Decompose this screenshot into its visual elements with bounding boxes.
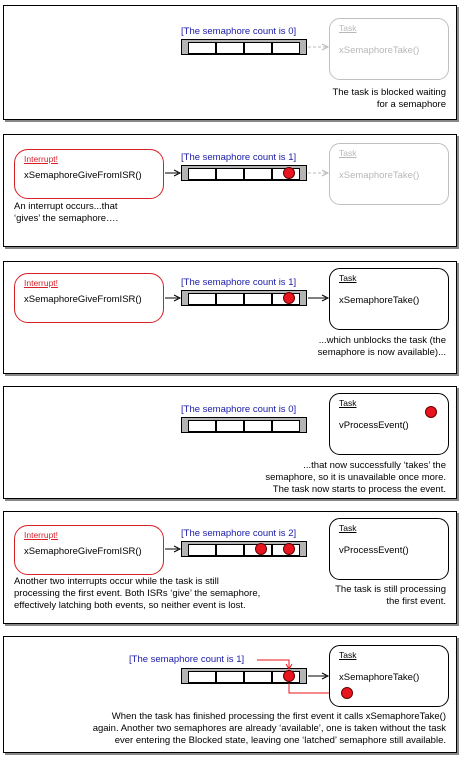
queue-slot <box>244 293 272 305</box>
panel-1: [The semaphore count is 0] Task xSemapho… <box>3 5 457 120</box>
interrupt-label: Interrupt! <box>24 278 59 288</box>
semaphore-queue <box>181 165 307 181</box>
semaphore-queue <box>181 417 307 433</box>
panel-2: Interrupt! xSemaphoreGiveFromISR() [The … <box>3 134 457 247</box>
task-label: Task <box>339 23 357 33</box>
caption-line: processing the first event. Both ISRs ‘g… <box>14 588 261 599</box>
interrupt-label: Interrupt! <box>24 530 59 540</box>
caption-line: ‘gives’ the semaphore…. <box>14 213 119 224</box>
caption-line: semaphore, so it is unavailable once mor… <box>265 472 446 483</box>
isr-function-name: xSemaphoreGiveFromISR() <box>24 294 142 305</box>
task-function-name: xSemaphoreTake() <box>339 672 420 683</box>
panel-caption: The task is blocked waiting for a semaph… <box>186 87 446 111</box>
queue-slot <box>216 420 244 432</box>
queue-slot <box>188 671 216 683</box>
task-function-name: vProcessEvent() <box>339 420 409 431</box>
queue-slot <box>216 168 244 180</box>
isr-function-name: xSemaphoreGiveFromISR() <box>24 170 142 181</box>
queue-slot <box>272 42 300 54</box>
event-token <box>425 406 437 418</box>
semaphore-queue <box>181 290 307 306</box>
task-function-name: xSemaphoreTake() <box>339 295 420 306</box>
caption-line: the first event. <box>386 596 446 607</box>
task-box: Task xSemaphoreTake() <box>329 268 449 330</box>
queue-slot <box>188 168 216 180</box>
task-box: Task xSemaphoreTake() <box>329 18 449 80</box>
panel-caption-right: The task is still processing the first e… <box>316 584 446 608</box>
panel-caption: ...which unblocks the task (the semaphor… <box>186 335 446 359</box>
caption-line: effectively latching both events, so nei… <box>14 600 246 611</box>
interrupt-box: Interrupt! xSemaphoreGiveFromISR() <box>14 273 164 323</box>
panel-caption: When the task has finished processing th… <box>26 711 446 747</box>
event-token-taken <box>341 687 353 699</box>
arrows <box>165 545 182 553</box>
isr-function-name: xSemaphoreGiveFromISR() <box>24 546 142 557</box>
semaphore-count-label: [The semaphore count is 1] <box>129 654 245 665</box>
event-token <box>255 543 267 555</box>
caption-line: An interrupt occurs...that <box>14 201 118 212</box>
panel-3: Interrupt! xSemaphoreGiveFromISR() [The … <box>3 261 457 374</box>
panel-6: [The semaphore count is 1] Task xSemapho… <box>3 636 457 753</box>
caption-line: again. Another two semaphores are alread… <box>92 723 446 734</box>
queue-slot <box>188 420 216 432</box>
interrupt-box: Interrupt! xSemaphoreGiveFromISR() <box>14 149 164 199</box>
queue-slot <box>244 671 272 683</box>
arrows <box>165 294 330 302</box>
queue-slot <box>216 544 244 556</box>
caption-line: Another two interrupts occur while the t… <box>14 576 219 587</box>
event-token <box>283 670 295 682</box>
caption-line: ...that now successfully ‘takes’ the <box>303 460 446 471</box>
semaphore-count-label: [The semaphore count is 0] <box>181 404 297 415</box>
arrows <box>165 169 330 177</box>
queue-slot <box>188 544 216 556</box>
caption-line: The task now starts to process the event… <box>272 484 446 495</box>
panel-caption: An interrupt occurs...that ‘gives’ the s… <box>14 201 234 225</box>
task-label: Task <box>339 523 357 533</box>
dashed-arrow-to-task <box>308 43 330 51</box>
queue-slot <box>188 42 216 54</box>
queue-slot <box>244 420 272 432</box>
queue-slot <box>188 293 216 305</box>
panel-5: Interrupt! xSemaphoreGiveFromISR() [The … <box>3 511 457 624</box>
queue-slot <box>216 671 244 683</box>
task-function-name: vProcessEvent() <box>339 545 409 556</box>
semaphore-count-label: [The semaphore count is 1] <box>181 277 297 288</box>
task-box: Task xSemaphoreTake() <box>329 143 449 205</box>
caption-line: The task is still processing <box>335 584 446 595</box>
queue-slot <box>244 42 272 54</box>
caption-line: When the task has finished processing th… <box>111 711 446 722</box>
panel-caption-left: Another two interrupts occur while the t… <box>14 576 324 612</box>
panel-caption: ...that now successfully ‘takes’ the sem… <box>166 460 446 496</box>
semaphore-count-label: [The semaphore count is 0] <box>181 26 297 37</box>
queue-slot <box>244 168 272 180</box>
queue-slot <box>272 420 300 432</box>
event-token <box>283 543 295 555</box>
task-function-name: xSemaphoreTake() <box>339 45 420 56</box>
task-box: Task vProcessEvent() <box>329 393 449 455</box>
caption-line: The task is blocked waiting <box>332 87 446 98</box>
caption-line: semaphore is now available)... <box>317 347 446 358</box>
semaphore-count-label: [The semaphore count is 2] <box>181 528 297 539</box>
task-function-name: xSemaphoreTake() <box>339 170 420 181</box>
task-label: Task <box>339 148 357 158</box>
task-label: Task <box>339 650 357 660</box>
semaphore-count-label: [The semaphore count is 1] <box>181 152 297 163</box>
event-token <box>283 167 295 179</box>
panel-4: [The semaphore count is 0] Task vProcess… <box>3 386 457 499</box>
event-token <box>283 292 295 304</box>
caption-line: ...which unblocks the task (the <box>318 335 446 346</box>
queue-slot <box>216 42 244 54</box>
caption-line: ever entering the Blocked state, leaving… <box>114 735 446 746</box>
interrupt-box: Interrupt! xSemaphoreGiveFromISR() <box>14 525 164 575</box>
task-label: Task <box>339 273 357 283</box>
interrupt-label: Interrupt! <box>24 154 59 164</box>
caption-line: for a semaphore <box>376 99 446 110</box>
queue-slot <box>216 293 244 305</box>
semaphore-queue <box>181 39 307 55</box>
task-label: Task <box>339 398 357 408</box>
task-box: Task vProcessEvent() <box>329 518 449 580</box>
